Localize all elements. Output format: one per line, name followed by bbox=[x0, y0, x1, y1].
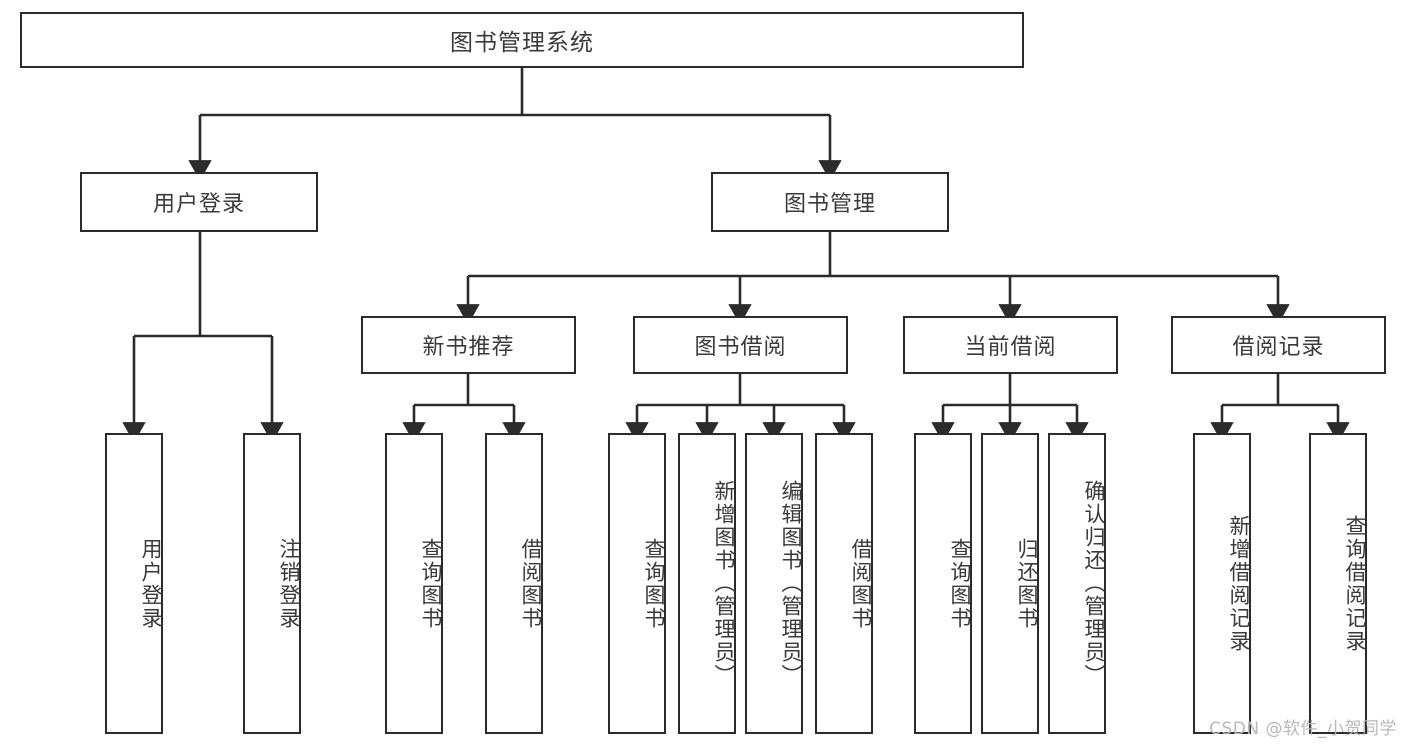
node-leaf-add-record[interactable]: 新增借阅记录 bbox=[1193, 433, 1251, 734]
node-leaf-add-book-label: 新增图书（管理员） bbox=[712, 480, 736, 687]
node-leaf-add-record-label: 新增借阅记录 bbox=[1227, 514, 1251, 653]
node-user-login[interactable]: 用户登录 bbox=[80, 172, 318, 232]
node-book-management[interactable]: 图书管理 bbox=[711, 172, 949, 232]
node-leaf-query-book-1-label: 查询图书 bbox=[419, 537, 443, 630]
node-leaf-query-book-2[interactable]: 查询图书 bbox=[608, 433, 666, 734]
watermark: CSDN @软件_小贺同学 bbox=[1209, 719, 1397, 739]
node-book-management-label: 图书管理 bbox=[783, 192, 876, 217]
node-leaf-borrow-book-1-label: 借阅图书 bbox=[519, 537, 543, 630]
node-borrow-record-label: 借阅记录 bbox=[1232, 335, 1325, 360]
node-leaf-query-book-2-label: 查询图书 bbox=[642, 537, 666, 630]
node-borrow-record[interactable]: 借阅记录 bbox=[1171, 316, 1386, 374]
node-leaf-logout-login-label: 注销登录 bbox=[277, 537, 301, 630]
node-leaf-query-book-1[interactable]: 查询图书 bbox=[385, 433, 443, 734]
node-leaf-user-login[interactable]: 用户登录 bbox=[105, 433, 163, 734]
node-leaf-confirm-return[interactable]: 确认归还（管理员） bbox=[1048, 433, 1106, 734]
node-leaf-confirm-return-label: 确认归还（管理员） bbox=[1082, 480, 1106, 687]
node-leaf-borrow-book-2-label: 借阅图书 bbox=[849, 537, 873, 630]
node-leaf-query-book-3-label: 查询图书 bbox=[948, 537, 972, 630]
node-leaf-return-book[interactable]: 归还图书 bbox=[981, 433, 1039, 734]
node-current-borrow-label: 当前借阅 bbox=[964, 335, 1057, 360]
node-leaf-user-login-label: 用户登录 bbox=[139, 537, 163, 630]
node-leaf-borrow-book-2[interactable]: 借阅图书 bbox=[815, 433, 873, 734]
node-book-borrow-label: 图书借阅 bbox=[694, 335, 787, 360]
node-root-label: 图书管理系统 bbox=[450, 30, 594, 56]
node-root[interactable]: 图书管理系统 bbox=[20, 12, 1024, 68]
node-new-book-recommend[interactable]: 新书推荐 bbox=[361, 316, 576, 374]
node-leaf-logout-login[interactable]: 注销登录 bbox=[243, 433, 301, 734]
node-leaf-return-book-label: 归还图书 bbox=[1015, 537, 1039, 630]
node-leaf-borrow-book-1[interactable]: 借阅图书 bbox=[485, 433, 543, 734]
node-user-login-label: 用户登录 bbox=[152, 192, 245, 217]
node-book-borrow[interactable]: 图书借阅 bbox=[633, 316, 848, 374]
node-leaf-query-record[interactable]: 查询借阅记录 bbox=[1309, 433, 1367, 734]
node-leaf-edit-book[interactable]: 编辑图书（管理员） bbox=[745, 433, 803, 734]
node-leaf-edit-book-label: 编辑图书（管理员） bbox=[779, 480, 803, 687]
node-new-book-recommend-label: 新书推荐 bbox=[422, 335, 515, 360]
node-current-borrow[interactable]: 当前借阅 bbox=[903, 316, 1118, 374]
node-leaf-query-record-label: 查询借阅记录 bbox=[1343, 514, 1367, 653]
node-leaf-query-book-3[interactable]: 查询图书 bbox=[914, 433, 972, 734]
node-leaf-add-book[interactable]: 新增图书（管理员） bbox=[678, 433, 736, 734]
